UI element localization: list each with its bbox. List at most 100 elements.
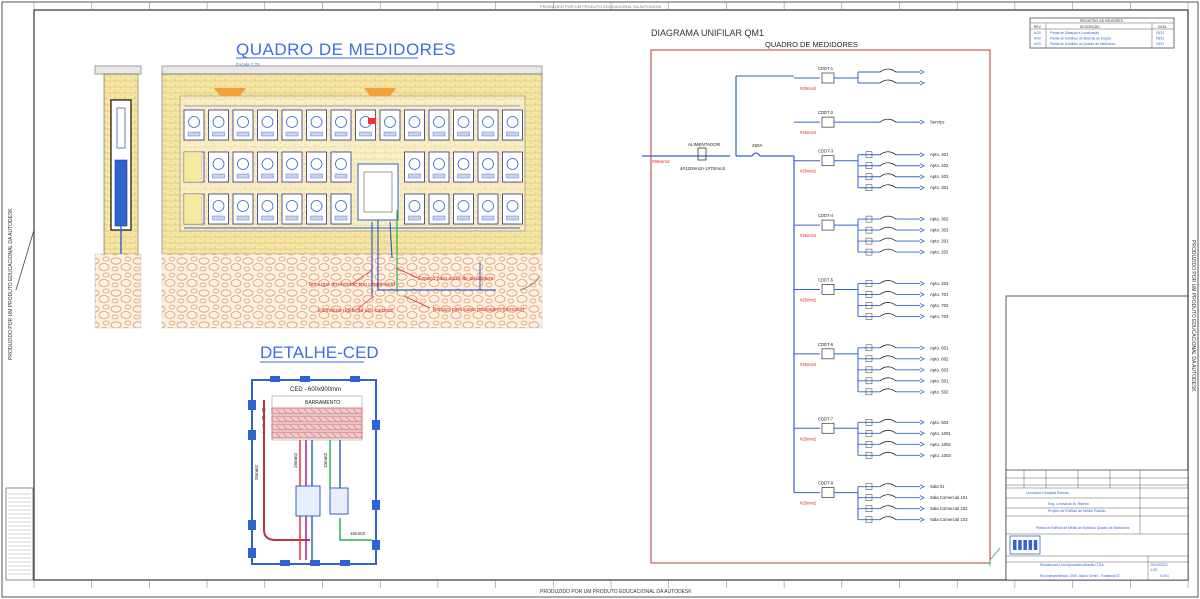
circuit-breaker (879, 173, 897, 178)
circuit-meter (865, 313, 873, 320)
bus-hatch (275, 416, 281, 422)
circuit-breaker (879, 451, 897, 456)
meter-plate (334, 215, 348, 221)
bus-hatch (317, 416, 323, 422)
group-id: CDDT-1 (818, 66, 834, 71)
revision-cell: Planta de Detalhes do Quadro de Medidore… (1050, 42, 1116, 46)
group-cable-label: #25mm2 (800, 501, 817, 506)
circuit-breaker (879, 418, 897, 423)
group-cable-label: #25mm2 (800, 362, 817, 367)
circuit-breaker (879, 302, 897, 306)
circuit-meter (865, 162, 873, 169)
circuit-breaker (879, 162, 897, 167)
circuit-breaker (879, 516, 897, 520)
revision-cell: A/20 (1034, 37, 1041, 41)
enclosure-tab (372, 540, 380, 550)
group-meter (821, 348, 835, 360)
bus-hatch (296, 408, 302, 414)
meter-plate (310, 131, 323, 137)
bus-hatch (275, 432, 281, 438)
side-section-view (94, 65, 142, 329)
circuit-arrow (919, 174, 925, 180)
logo-bar (1013, 540, 1017, 550)
meter-dial (335, 158, 347, 170)
group-meter (821, 219, 835, 231)
tb-date: 20/10/2021 (1150, 563, 1168, 567)
meter-plate (457, 173, 470, 179)
circuit-breaker (879, 151, 897, 156)
group-cable-label: #25mm2 (800, 169, 817, 174)
meter-dial (335, 116, 347, 128)
meter-dial (286, 158, 298, 170)
bus-hatch (352, 432, 358, 438)
circuit-label: Apto. 301 (930, 185, 949, 190)
meter-plate (334, 173, 348, 179)
revision-cell: 09/21 (1156, 42, 1164, 46)
circuit-breaker (879, 440, 897, 445)
bus-hatch (338, 408, 344, 414)
meter-dial (237, 158, 249, 170)
bus-hatch (352, 408, 358, 414)
meter-plate (506, 173, 519, 179)
meter-plate (187, 131, 201, 137)
meter-dial (286, 200, 298, 212)
circuit-label: Apto. 302 (930, 217, 949, 222)
meter-dial (310, 200, 323, 212)
enclosure-tab (300, 376, 310, 382)
bus-hatch (338, 432, 344, 438)
circuit-meter (865, 388, 873, 396)
enclosure-tab (270, 376, 280, 382)
bus-hatch (282, 432, 288, 438)
circuit-breaker (879, 355, 897, 360)
logo-bar (1018, 540, 1022, 550)
meter-dial (506, 158, 519, 170)
circuit-meter (865, 184, 873, 191)
circuit-arrow (919, 367, 925, 373)
meter-dial (482, 116, 494, 128)
meter-dial (188, 116, 200, 128)
enclosure-tab (350, 376, 360, 382)
meter-plate (432, 131, 446, 137)
circuit-label: Apto. 602 (930, 356, 949, 361)
note-conduit: Eletroduto rígido de aço-carbono (318, 308, 394, 314)
circuit-arrow (919, 484, 925, 490)
meter-dial (286, 116, 298, 128)
meter-dial (408, 158, 421, 170)
circuit-label: Apto. 402 (930, 163, 949, 168)
meter-plate (457, 131, 470, 137)
group-meter (821, 155, 835, 167)
circuit-breaker (879, 377, 897, 382)
bus-bar (271, 407, 363, 415)
note-junction-pressure: Espaço para caixa passagem (pressão) (433, 307, 525, 313)
circuit-meter (865, 494, 873, 501)
meter-dial (212, 158, 225, 170)
meter-plate (285, 215, 299, 221)
group-id: CDDT-4 (818, 213, 834, 218)
bus-label: BARRAMENTO (305, 400, 340, 406)
circuit-breaker (879, 79, 897, 84)
logo-bar (1028, 540, 1033, 550)
meter-dial (408, 116, 421, 128)
circuit-breaker (879, 366, 897, 371)
meter-plate (334, 131, 348, 137)
circuit-arrow (919, 119, 925, 125)
meter-plate (285, 173, 299, 179)
circuit-meter (865, 452, 873, 459)
group-meter (821, 72, 835, 84)
detail-title: DETALHE-CED (260, 343, 379, 362)
circuit-arrow (919, 185, 925, 191)
circuit-arrow (919, 356, 925, 362)
meter-plate (408, 131, 421, 137)
circuit-label: Apto. 203 (930, 281, 949, 286)
group-cable-label: #25mm2 (800, 233, 817, 238)
enclosure-tab (372, 420, 380, 430)
circuit-label: Apto. 701 (930, 292, 949, 297)
circuit-arrow (919, 227, 925, 233)
tb-engineer: Eng. Leonardo M. Ribeiro (1048, 502, 1089, 506)
meter-dial (506, 200, 519, 212)
circuit-label: Apto. 702 (930, 303, 949, 308)
circuit-arrow (919, 238, 925, 244)
sheet-ruler-bottom (33, 580, 1189, 588)
elevation-title: QUADRO DE MEDIDORES (236, 40, 456, 59)
revision-header: REGISTRO DE REVISÕES (1080, 18, 1124, 23)
